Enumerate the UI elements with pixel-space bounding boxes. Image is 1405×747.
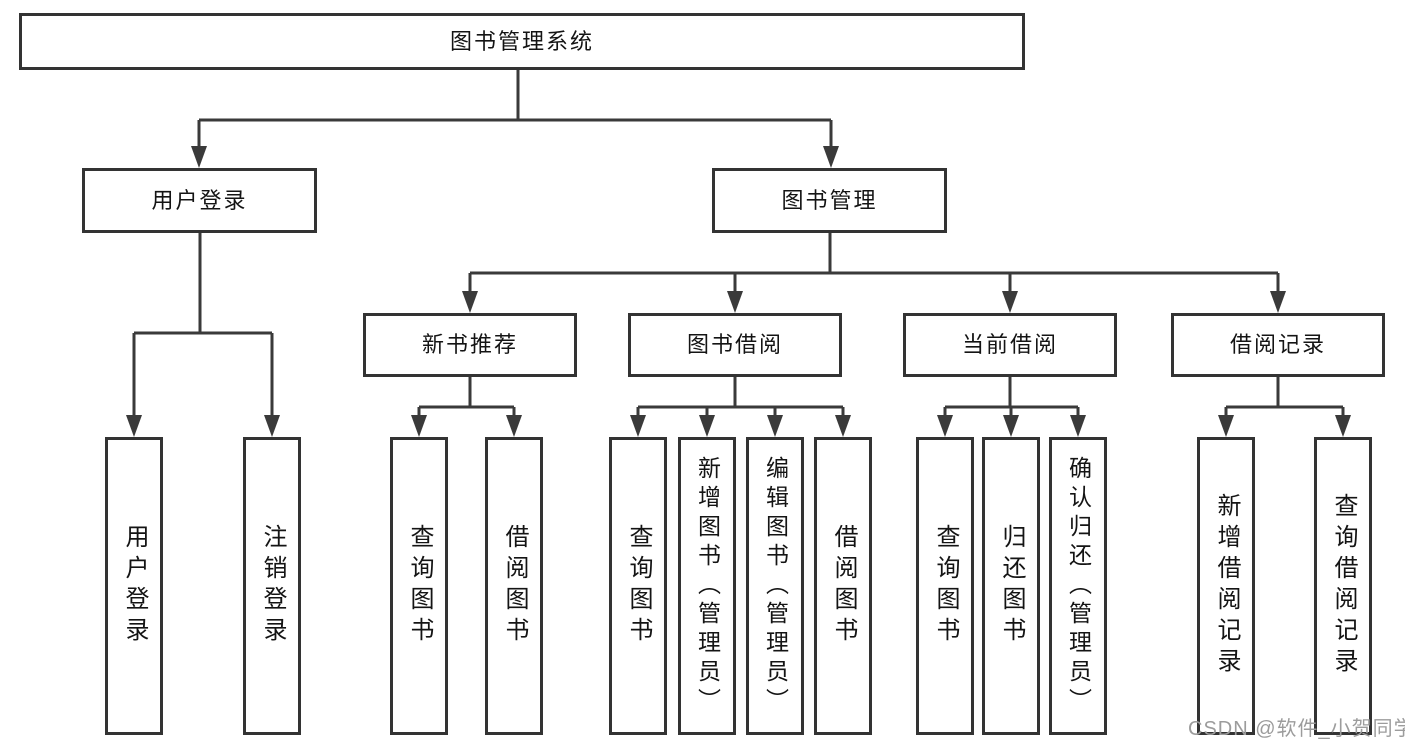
leaf-edit-book-admin: 编辑图书（管理员） (746, 437, 804, 735)
leaf-confirm-return-admin-label: 确认归还（管理员） (1065, 455, 1092, 717)
leaf-query-books-current-label: 查询图书 (932, 524, 959, 648)
leaf-add-book-admin-label: 新增图书（管理员） (694, 455, 721, 717)
node-new-book-recommendation-label: 新书推荐 (421, 332, 518, 357)
leaf-confirm-return-admin: 确认归还（管理员） (1049, 437, 1107, 735)
node-current-borrowing-label: 当前借阅 (961, 332, 1058, 357)
leaf-borrow-books-recommend-label: 借阅图书 (501, 524, 528, 648)
connector-strokes (132, 70, 1345, 416)
node-new-book-recommendation: 新书推荐 (363, 313, 577, 377)
leaf-user-login-label: 用户登录 (121, 524, 148, 648)
leaf-add-borrow-record: 新增借阅记录 (1197, 437, 1255, 735)
node-book-borrowing: 图书借阅 (628, 313, 842, 377)
leaf-query-books-borrowing: 查询图书 (609, 437, 667, 735)
node-book-borrowing-label: 图书借阅 (686, 332, 783, 357)
leaf-logout: 注销登录 (243, 437, 301, 735)
node-user-login-label: 用户登录 (151, 187, 248, 213)
leaf-edit-book-admin-label: 编辑图书（管理员） (762, 455, 789, 717)
leaf-query-borrow-record: 查询借阅记录 (1314, 437, 1372, 735)
node-user-login: 用户登录 (82, 168, 317, 233)
node-library-system-label: 图书管理系统 (449, 28, 594, 54)
leaf-add-borrow-record-label: 新增借阅记录 (1213, 493, 1240, 679)
node-library-system: 图书管理系统 (19, 13, 1025, 70)
leaf-logout-label: 注销登录 (259, 524, 286, 648)
leaf-user-login: 用户登录 (105, 437, 163, 735)
node-borrowing-records-label: 借阅记录 (1229, 332, 1326, 357)
node-book-management-label: 图书管理 (781, 187, 878, 213)
leaf-borrow-books-recommend: 借阅图书 (485, 437, 543, 735)
leaf-return-books: 归还图书 (982, 437, 1040, 735)
node-borrowing-records: 借阅记录 (1171, 313, 1385, 377)
leaf-query-books-recommend-label: 查询图书 (406, 524, 433, 648)
leaf-add-book-admin: 新增图书（管理员） (678, 437, 736, 735)
leaf-borrow-books-borrowing-label: 借阅图书 (830, 524, 857, 648)
leaf-return-books-label: 归还图书 (998, 524, 1025, 648)
leaf-query-books-current: 查询图书 (916, 437, 974, 735)
arrowheads (126, 146, 1351, 437)
csdn-watermark: CSDN @软件_小贺同学 (1188, 718, 1405, 740)
leaf-query-books-recommend: 查询图书 (390, 437, 448, 735)
node-current-borrowing: 当前借阅 (903, 313, 1117, 377)
node-book-management: 图书管理 (712, 168, 947, 233)
leaf-query-borrow-record-label: 查询借阅记录 (1330, 493, 1357, 679)
leaf-query-books-borrowing-label: 查询图书 (625, 524, 652, 648)
leaf-borrow-books-borrowing: 借阅图书 (814, 437, 872, 735)
